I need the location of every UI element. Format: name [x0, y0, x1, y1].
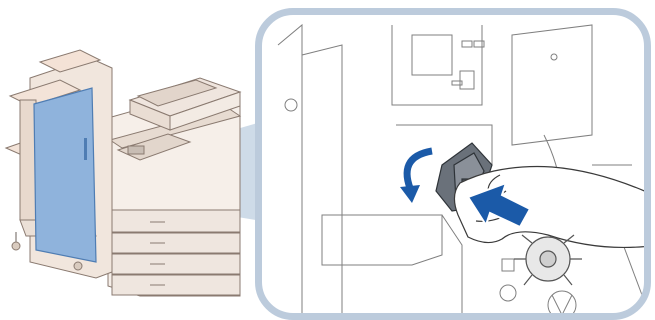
- cover-handle: [84, 138, 87, 160]
- caster-wheel: [12, 242, 20, 250]
- finisher-front-cover-highlight: [34, 88, 96, 262]
- zoom-detail-frame: [255, 8, 651, 320]
- caster-wheel: [74, 262, 82, 270]
- staple-cartridge-detail: [262, 15, 651, 320]
- gear-icon: [514, 235, 582, 285]
